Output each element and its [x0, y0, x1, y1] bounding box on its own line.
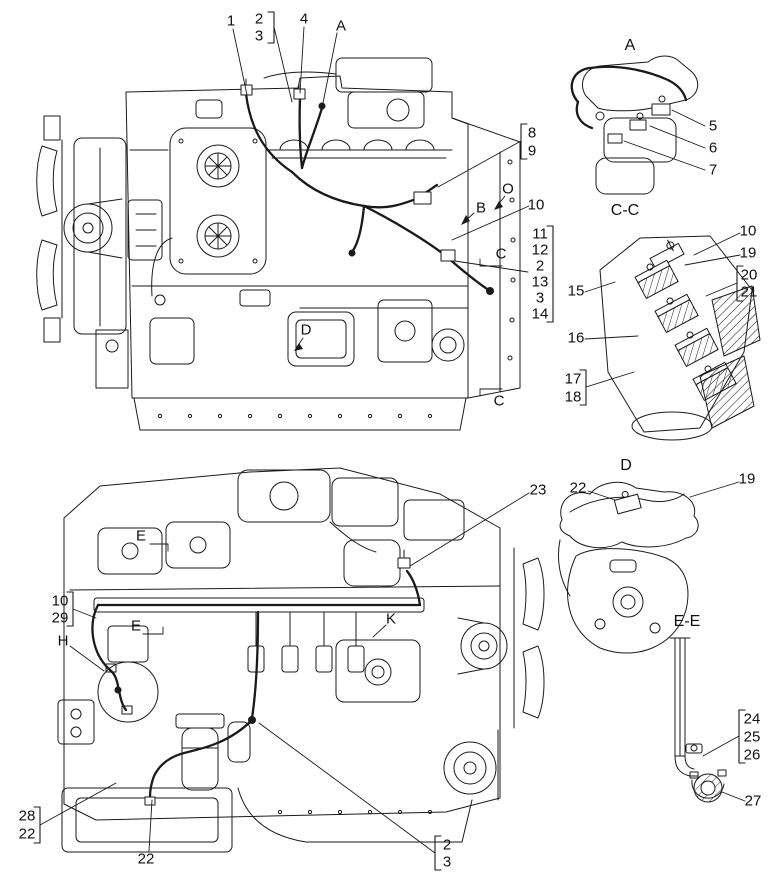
- detail-d-view: [557, 481, 699, 654]
- engine-bottom-harness: [91, 569, 422, 799]
- leader-lines: [39, 26, 746, 854]
- section-ee-view: [669, 637, 727, 803]
- engine-top-harness: [244, 92, 492, 293]
- engine-top-connectors: [240, 78, 494, 295]
- engine-bottom-view: [57, 467, 545, 853]
- section-cc-view: [599, 235, 761, 441]
- engine-top-view: [36, 57, 521, 431]
- callout-brackets: [33, 11, 746, 871]
- engine-bottom-connectors: [114, 549, 411, 806]
- detail-a-view: [570, 55, 699, 195]
